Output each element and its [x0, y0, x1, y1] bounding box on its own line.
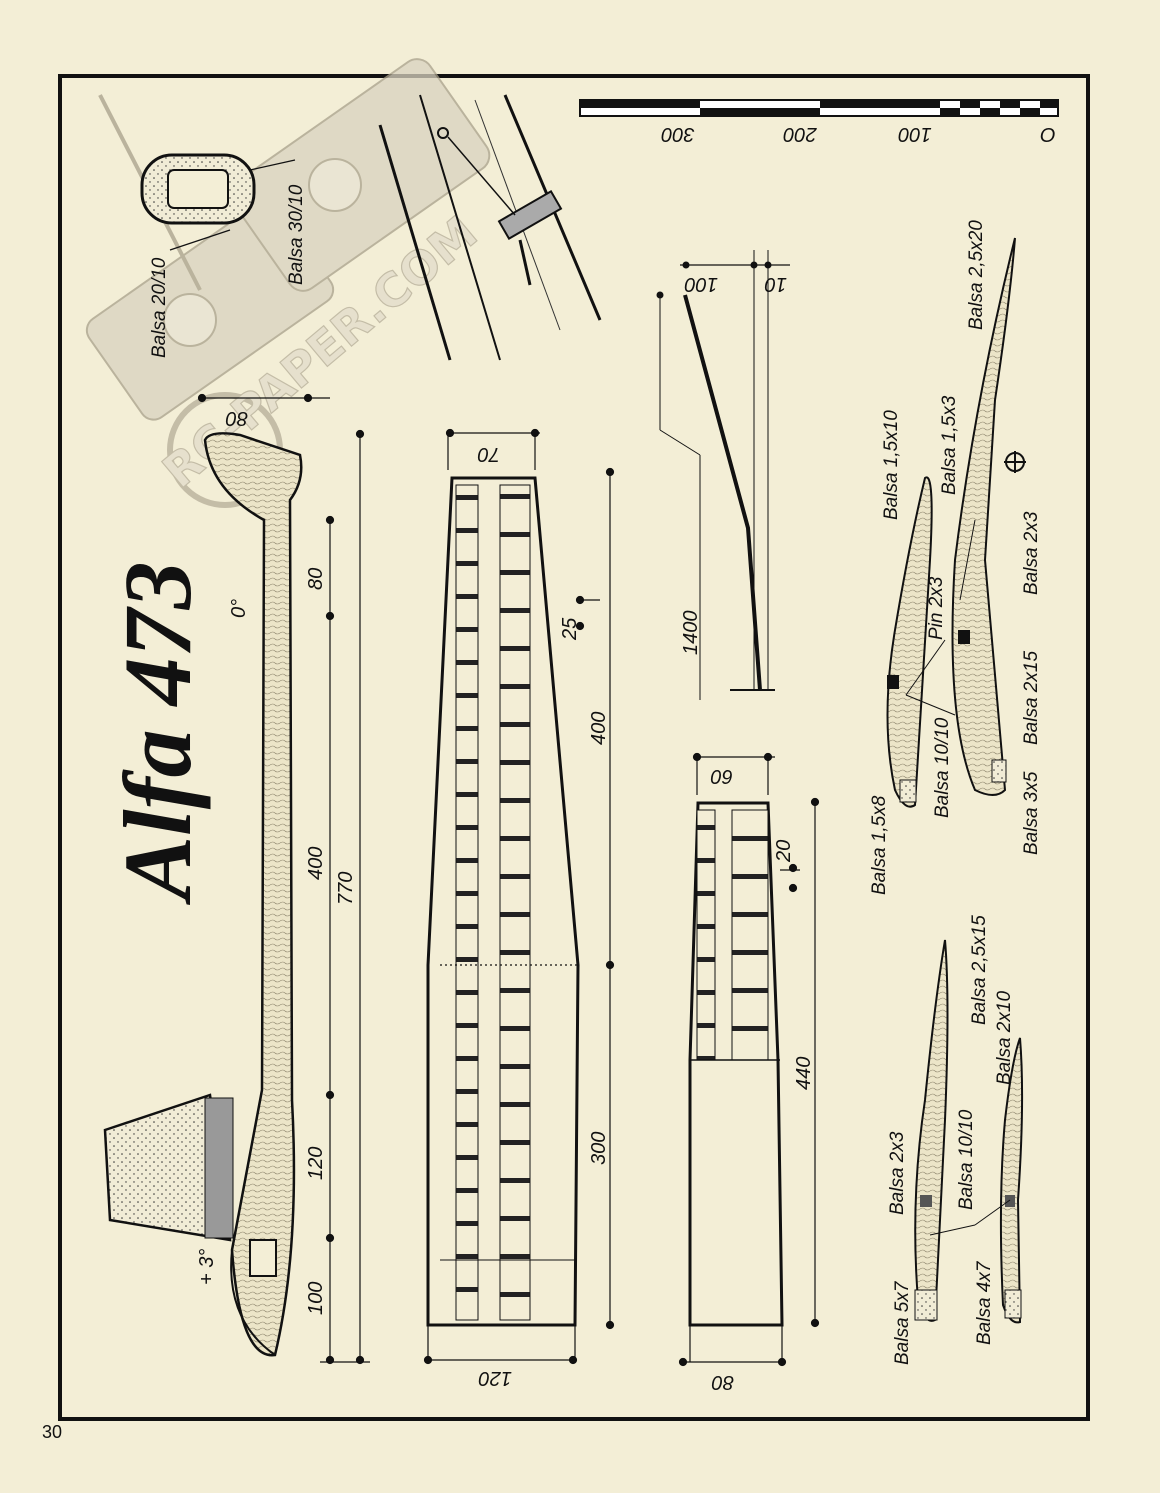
label-balsa-2x15: Balsa 2x15	[1021, 651, 1042, 745]
angle-0deg: 0°	[228, 599, 250, 618]
label-balsa-20-10: Balsa 20/10	[149, 257, 170, 358]
fuselage-dims	[197, 393, 370, 1365]
page-title: Alfa 473	[104, 561, 211, 905]
scale-label-0: O	[1040, 123, 1056, 145]
scale-bar: O 100 200 300	[579, 99, 1059, 145]
label-balsa-1-5x3: Balsa 1,5x3	[939, 395, 960, 495]
dim-fuselage-mid: 400	[305, 847, 327, 880]
dim-stab-root: 80	[712, 1371, 734, 1393]
label-balsa-3x5: Balsa 3x5	[1021, 771, 1042, 855]
scale-label-300: 300	[661, 123, 694, 145]
label-balsa-1-5x8: Balsa 1,5x8	[869, 795, 890, 895]
angle-plus3deg: + 3°	[196, 1249, 218, 1285]
label-balsa-10-10-wing: Balsa 10/10	[932, 717, 953, 818]
label-balsa-2x3-tail: Balsa 2x3	[887, 1131, 908, 1215]
dim-wing-tip-chord: 70	[478, 443, 500, 465]
scale-label-200: 200	[783, 123, 817, 145]
wing-plan-view	[426, 476, 580, 1327]
stabilizer-dims	[678, 752, 820, 1367]
tail-rib-sections	[914, 939, 1024, 1324]
dim-span: 1400	[680, 611, 702, 656]
fuselage-side-view: 0° + 3°	[103, 432, 303, 1357]
label-balsa-4x7: Balsa 4x7	[974, 1260, 995, 1345]
label-balsa-10-10-tail: Balsa 10/10	[956, 1109, 977, 1210]
wing-dihedral-view	[656, 250, 790, 700]
dim-dihedral-100: 100	[685, 273, 718, 295]
dim-wing-root-chord: 120	[479, 1367, 512, 1389]
fuselage-section: Balsa 20/10 Balsa 30/10	[140, 153, 307, 358]
towhook-detail	[378, 94, 602, 361]
dim-wing-inner: 300	[588, 1132, 610, 1165]
label-balsa-1-5x10: Balsa 1,5x10	[881, 410, 902, 520]
stabilizer-plan-view	[688, 801, 784, 1327]
page-number: 30	[42, 1422, 63, 1442]
plan-frame	[58, 74, 1090, 1421]
dim-nose-length: 80	[305, 568, 327, 590]
label-balsa-2x10: Balsa 2x10	[994, 991, 1015, 1085]
dim-fuselage-end: 100	[305, 1282, 327, 1315]
dim-stab-span: 440	[793, 1057, 815, 1090]
scale-label-100: 100	[898, 123, 931, 145]
wing-dims	[423, 428, 615, 1365]
label-balsa-5x7: Balsa 5x7	[892, 1280, 913, 1365]
label-balsa-2-5x15: Balsa 2,5x15	[969, 915, 990, 1025]
dim-nose-width: 80	[226, 407, 248, 429]
dim-fuselage-total: 770	[335, 872, 357, 905]
label-pin-2x3: Pin 2x3	[926, 576, 947, 640]
dim-rib-spacing: 25	[559, 617, 581, 641]
label-balsa-2-5x20: Balsa 2,5x20	[966, 220, 987, 330]
dim-fuselage-tail: 120	[305, 1147, 327, 1180]
dim-stab-rib: 20	[773, 840, 795, 863]
dim-wing-outer: 400	[588, 712, 610, 745]
dim-stab-tip: 60	[711, 765, 733, 787]
wing-rib-sections	[886, 237, 1026, 808]
dim-dihedral-10: 10	[765, 273, 787, 295]
label-balsa-30-10: Balsa 30/10	[286, 184, 307, 285]
label-balsa-2x3-wing: Balsa 2x3	[1021, 511, 1042, 595]
